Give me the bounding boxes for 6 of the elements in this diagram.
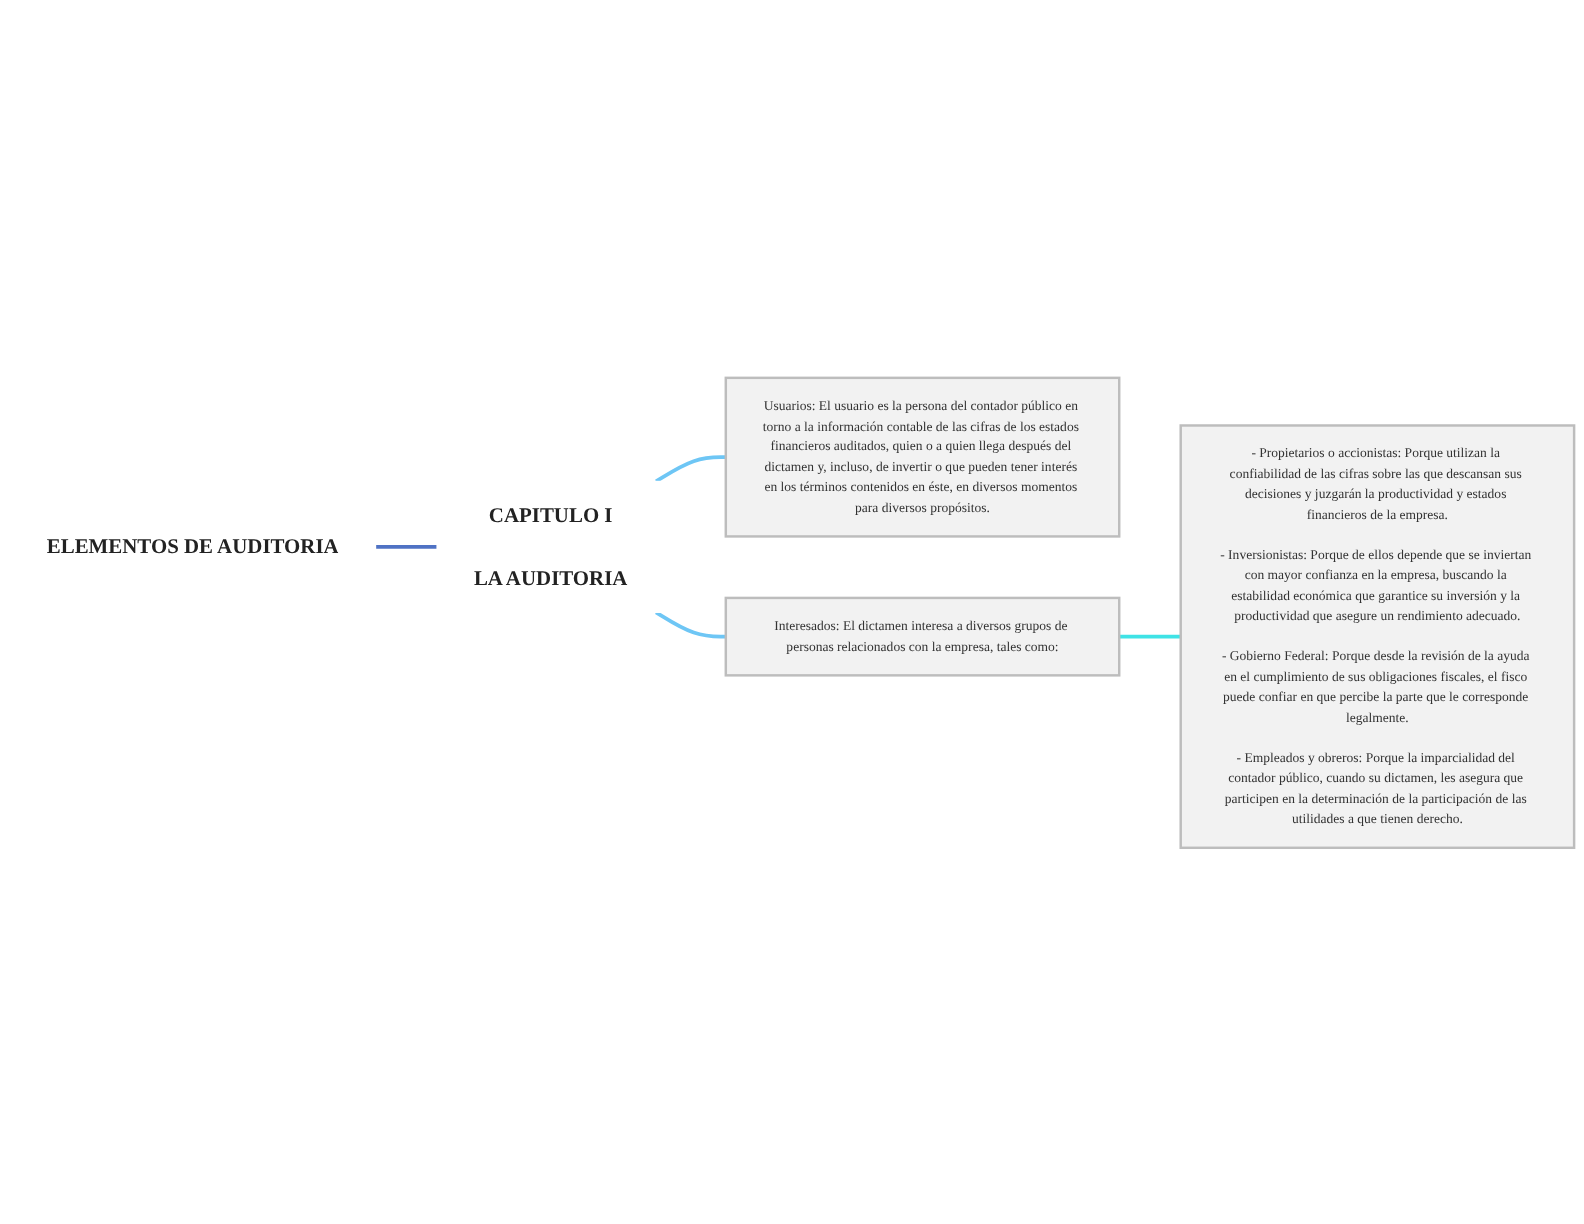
connector <box>375 544 438 548</box>
connector <box>1119 633 1181 638</box>
connector <box>655 609 726 638</box>
node-text: ELEMENTOS DE AUDITORIA <box>46 534 339 558</box>
connector <box>655 454 726 483</box>
node-text: CAPITULO I LA AUDITORIA <box>473 502 628 589</box>
